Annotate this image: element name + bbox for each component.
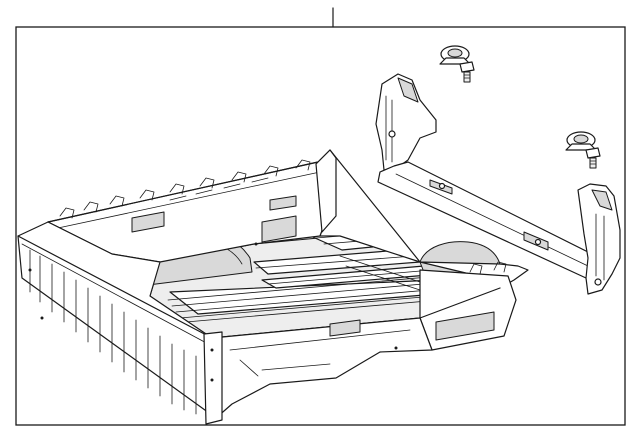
rear-left-corner-post <box>203 331 223 425</box>
bracket-right-upright <box>577 183 621 295</box>
rear-sill-panel <box>329 319 361 337</box>
front-wall-panel-left <box>131 211 165 233</box>
right-wall-panel <box>435 311 495 341</box>
front-rail-tabs <box>59 159 311 219</box>
tie-down-hook-lower <box>565 131 601 169</box>
bracket-left-upright <box>375 73 437 171</box>
bed-left-wall <box>17 221 217 419</box>
bed-front-crossmember-bracket <box>375 73 621 295</box>
front-right-corner-post <box>315 149 337 233</box>
bed-right-wall <box>319 149 529 289</box>
truck-bed-box <box>17 149 529 425</box>
tie-down-hook-upper <box>439 45 475 83</box>
diagram-frame <box>15 26 626 426</box>
front-wall-panel-right <box>261 215 297 243</box>
